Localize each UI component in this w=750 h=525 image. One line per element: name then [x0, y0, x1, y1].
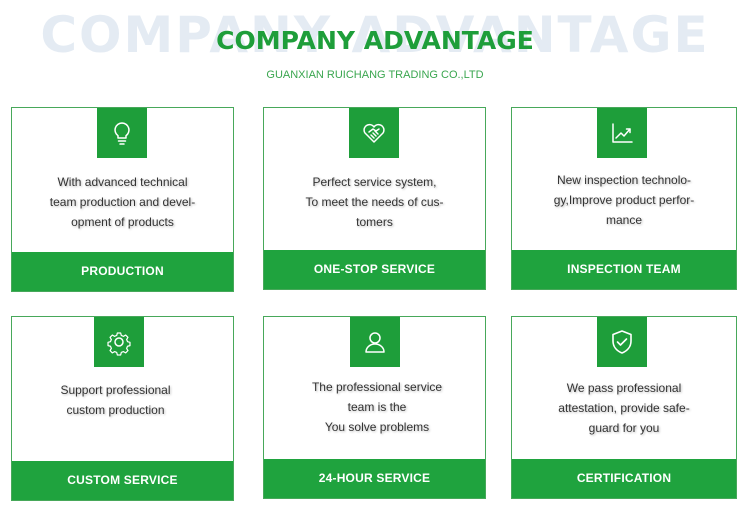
trend-chart-icon — [597, 108, 647, 158]
card-24-hour-service[interactable]: The professional service team is the You… — [263, 316, 486, 499]
card-label: INSPECTION TEAM — [512, 250, 736, 289]
shield-check-icon — [597, 317, 647, 367]
card-description: With advanced technical team production … — [49, 175, 196, 229]
page-title: COMPANY ADVANTAGE — [216, 26, 534, 55]
lightbulb-icon — [97, 108, 147, 158]
card-inspection-team[interactable]: New inspection technolo- gy,Improve prod… — [511, 107, 737, 290]
card-description: The professional service team is the You… — [311, 380, 443, 434]
card-custom-service[interactable]: Support professional custom production C… — [11, 316, 234, 501]
user-icon — [350, 317, 400, 367]
card-description: New inspection technolo- gy,Improve prod… — [553, 173, 695, 227]
card-label: 24-HOUR SERVICE — [264, 459, 485, 498]
company-subtitle: GUANXIAN RUICHANG TRADING CO.,LTD — [266, 69, 484, 81]
card-description: Perfect service system, To meet the need… — [305, 175, 444, 229]
card-production[interactable]: With advanced technical team production … — [11, 107, 234, 292]
card-certification[interactable]: We pass professional attestation, provid… — [511, 316, 737, 499]
card-label: PRODUCTION — [12, 252, 233, 291]
card-description: We pass professional attestation, provid… — [558, 381, 690, 435]
gear-icon — [94, 317, 144, 367]
handshake-icon — [349, 108, 399, 158]
card-label: CUSTOM SERVICE — [12, 461, 233, 500]
card-description: Support professional custom production — [60, 383, 171, 417]
card-one-stop-service[interactable]: Perfect service system, To meet the need… — [263, 107, 486, 290]
card-label: CERTIFICATION — [512, 459, 736, 498]
card-label: ONE-STOP SERVICE — [264, 250, 485, 289]
watermark-heading: COMPANY ADVANTAGE — [40, 6, 710, 64]
